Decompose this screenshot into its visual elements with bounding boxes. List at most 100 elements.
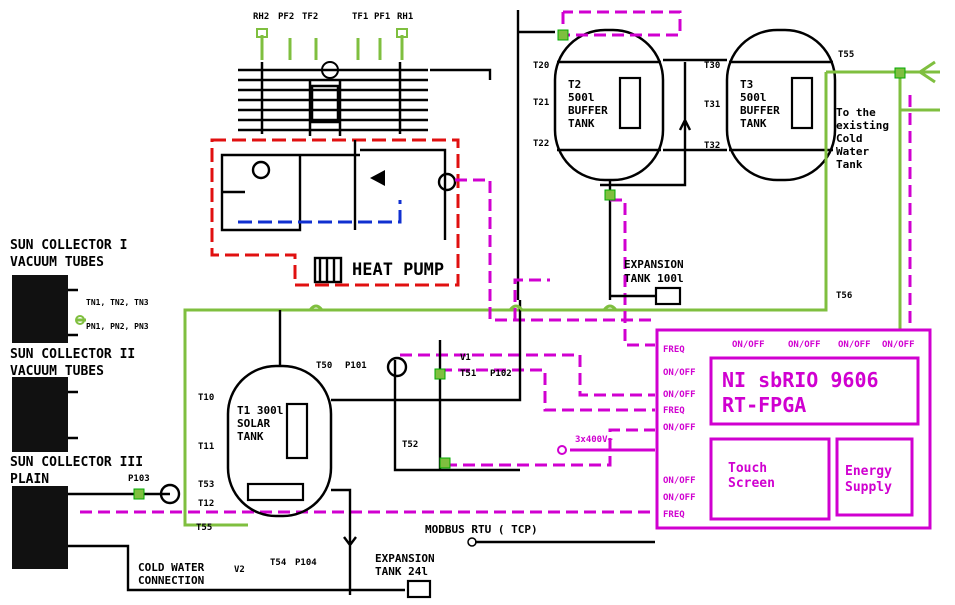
left-io-5: ON/OFF (663, 423, 696, 433)
top-io-2: ON/OFF (788, 340, 821, 350)
left-io-3: ON/OFF (663, 390, 696, 400)
sbrio-panel (709, 356, 920, 426)
valves (133, 29, 906, 500)
t3-label-3: BUFFER (740, 104, 780, 117)
collector-1-panel (12, 275, 68, 343)
cold-note-1: To the (836, 106, 876, 119)
t2-sensor-t21: T21 (533, 98, 549, 108)
solar-tank-line3: TANK (237, 430, 264, 443)
cold-note-2: existing (836, 119, 889, 132)
solar-tank-line1: T1 300l (237, 404, 283, 417)
collector-3-panel (12, 486, 68, 569)
t2-label-4: TANK (568, 117, 595, 130)
t3-coil-icon (790, 76, 814, 130)
hp-sensor-rh2: RH2 (253, 12, 269, 22)
top-io-1: ON/OFF (732, 340, 765, 350)
cold-water-2: CONNECTION (138, 574, 204, 587)
collector-3-subtitle: PLAIN (10, 472, 49, 487)
sensor-t50: T50 (316, 361, 332, 371)
touch-screen-1: Touch (728, 461, 767, 476)
t3-sensor-t30: T30 (704, 61, 720, 71)
hp-sensor-tf1: TF1 (352, 12, 368, 22)
expansion-tank-small-icon (406, 579, 432, 599)
solar-heater-icon (246, 482, 305, 502)
collector-pressure-sensors: PN1, PN2, PN3 (86, 322, 149, 331)
collector-2-panel (12, 377, 68, 452)
solar-sensor-t55: T55 (196, 523, 212, 533)
cold-tank-note: To the existing Cold Water Tank T55 T56 (836, 50, 889, 301)
heat-pump: RH2 PF2 TF2 TF1 PF1 RH1 HEAT PUMP (210, 12, 492, 287)
solar-sensor-t10: T10 (198, 393, 214, 403)
left-io-7: ON/OFF (663, 493, 696, 503)
left-io-1: FREQ (663, 345, 685, 355)
hp-sensor-rh1: RH1 (397, 12, 413, 22)
solar-tank: T1 300l SOLAR TANK T10 T11 T12 T53 T55 T… (128, 353, 512, 575)
power-supply-label: 3x400V~ (575, 435, 614, 445)
solar-sensor-t54: T54 (270, 558, 287, 568)
energy-supply-panel (835, 437, 914, 517)
cold-water-1: COLD WATER (138, 561, 205, 574)
t2-sensor-t22: T22 (533, 139, 549, 149)
buffer-tank-t2: T2 500l BUFFER TANK T20 T21 T22 (533, 28, 665, 182)
sensor-p101: P101 (345, 361, 367, 371)
left-io-4: FREQ (663, 406, 685, 416)
touch-screen-2: Screen (728, 476, 775, 491)
expansion-small-2: TANK 24l (375, 565, 428, 578)
heat-pump-label: HEAT PUMP (352, 260, 444, 280)
solar-sensor-p104: P104 (295, 558, 317, 568)
expansion-small-1: EXPANSION (375, 552, 435, 565)
t2-label-2: 500l (568, 91, 595, 104)
solar-sensor-t12: T12 (198, 499, 214, 509)
left-io-2: ON/OFF (663, 368, 696, 378)
t2-label-3: BUFFER (568, 104, 608, 117)
solar-tank-line2: SOLAR (237, 417, 270, 430)
t3-sensor-t32: T32 (704, 141, 720, 151)
solar-pump-icon (159, 483, 181, 505)
sensor-t55-top: T55 (838, 50, 854, 60)
valve-v2: V2 (234, 565, 245, 575)
expansion-large-2: TANK 100l (624, 272, 684, 285)
sbrio-title: NI sbRIO 9606 (722, 368, 879, 392)
expansion-tank-large-icon (654, 286, 682, 306)
energy-supply-2: Supply (845, 480, 892, 495)
collector-2-title: SUN COLLECTOR II (10, 347, 135, 362)
controller: NI sbRIO 9606 RT-FPGA Touch Screen Energ… (655, 328, 932, 530)
t3-sensor-t31: T31 (704, 100, 720, 110)
solar-coil-icon (285, 402, 309, 460)
circulation-pump-icon (386, 356, 408, 378)
valve-v1: V1 (460, 353, 471, 363)
pump-icon (437, 172, 457, 192)
buffer-tank-t3: T3 500l BUFFER TANK T30 T31 T32 (704, 28, 837, 182)
fan-icon (321, 61, 339, 79)
t3-label-1: T3 (740, 78, 753, 91)
sun-collectors: SUN COLLECTOR I VACUUM TUBES SUN COLLECT… (10, 238, 149, 569)
solar-sensor-t53: T53 (198, 480, 214, 490)
expansion-large-1: EXPANSION (624, 258, 684, 271)
hp-sensor-tf2: TF2 (302, 12, 318, 22)
sensor-t56: T56 (836, 291, 852, 301)
power-connector-icon (557, 445, 567, 455)
cold-note-5: Tank (836, 158, 863, 171)
t3-label-2: 500l (740, 91, 767, 104)
top-io-4: ON/OFF (882, 340, 915, 350)
collector-1-title: SUN COLLECTOR I (10, 238, 127, 253)
sensor-p103: P103 (128, 474, 150, 484)
sensor-t52: T52 (402, 440, 418, 450)
t2-sensor-t20: T20 (533, 61, 549, 71)
sensor-p102: P102 (490, 369, 512, 379)
t2-label-1: T2 (568, 78, 581, 91)
three-way-valve-icon (370, 170, 385, 186)
top-io-3: ON/OFF (838, 340, 871, 350)
left-io-6: ON/OFF (663, 476, 696, 486)
solar-sensor-t11: T11 (198, 442, 214, 452)
t3-label-4: TANK (740, 117, 767, 130)
hp-sensor-pf1: PF1 (374, 12, 390, 22)
collector-3-title: SUN COLLECTOR III (10, 455, 143, 470)
left-io-8: FREQ (663, 510, 685, 520)
t2-coil-icon (618, 76, 642, 130)
energy-supply-1: Energy (845, 464, 892, 479)
collector-2-subtitle: VACUUM TUBES (10, 364, 104, 379)
modbus-label: MODBUS RTU ( TCP) (425, 523, 538, 536)
hp-sensor-pf2: PF2 (278, 12, 294, 22)
